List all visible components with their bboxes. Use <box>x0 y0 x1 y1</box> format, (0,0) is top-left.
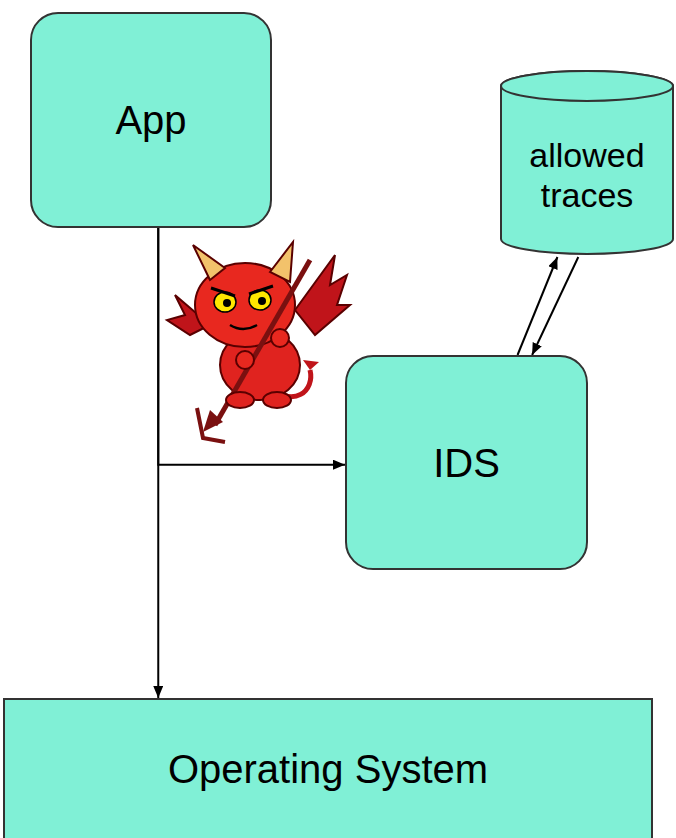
node-label: IDS <box>433 440 500 486</box>
node-label: Operating System <box>168 746 488 792</box>
node-label: allowed traces <box>512 136 662 214</box>
connector-arrow <box>532 257 578 355</box>
application-box: App <box>30 12 272 228</box>
database-cylinder: allowed traces <box>500 70 674 255</box>
connector-arrow <box>158 228 345 465</box>
ids-box: IDS <box>345 355 588 570</box>
connector-arrow <box>518 257 558 355</box>
os-box: Operating System <box>3 698 653 838</box>
node-label: App <box>115 97 186 143</box>
